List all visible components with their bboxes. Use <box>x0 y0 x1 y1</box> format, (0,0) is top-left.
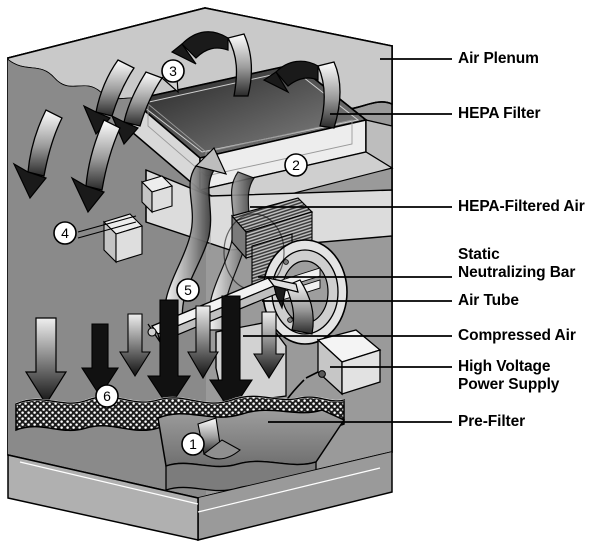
svg-text:5: 5 <box>184 282 192 298</box>
label-high-voltage-power-supply: High Voltage Power Supply <box>458 358 560 393</box>
label-static-neutralizing-bar: Static Neutralizing Bar <box>458 246 576 281</box>
callout-3: 3 <box>161 59 185 83</box>
svg-text:3: 3 <box>169 63 177 79</box>
label-hepa-filter: HEPA Filter <box>458 105 541 122</box>
cabinet-base <box>7 409 393 541</box>
label-hepa-filtered-air: HEPA-Filtered Air <box>458 198 585 215</box>
cabinet-interior <box>8 60 206 500</box>
callout-markers: 1 2 3 4 5 6 <box>53 59 308 456</box>
callout-5: 5 <box>176 278 200 302</box>
label-air-tube: Air Tube <box>458 292 519 309</box>
label-compressed-air: Compressed Air <box>458 327 576 344</box>
air-tube <box>147 277 299 343</box>
leader-lines <box>243 58 452 423</box>
svg-text:2: 2 <box>292 157 300 173</box>
callout-6: 6 <box>95 384 119 408</box>
label-pre-filter: Pre-Filter <box>458 413 526 430</box>
downflow-arrows <box>24 295 285 414</box>
callout-4: 4 <box>53 221 77 245</box>
callout-2: 2 <box>284 153 308 177</box>
airflow-arrows-left <box>12 109 121 214</box>
svg-text:6: 6 <box>103 388 111 404</box>
label-air-plenum: Air Plenum <box>458 50 539 67</box>
callout-1: 1 <box>181 432 205 456</box>
svg-text:1: 1 <box>189 436 197 452</box>
electronics-components <box>77 175 174 264</box>
airflow-arrows-plenum <box>82 31 341 146</box>
svg-text:4: 4 <box>61 225 69 241</box>
